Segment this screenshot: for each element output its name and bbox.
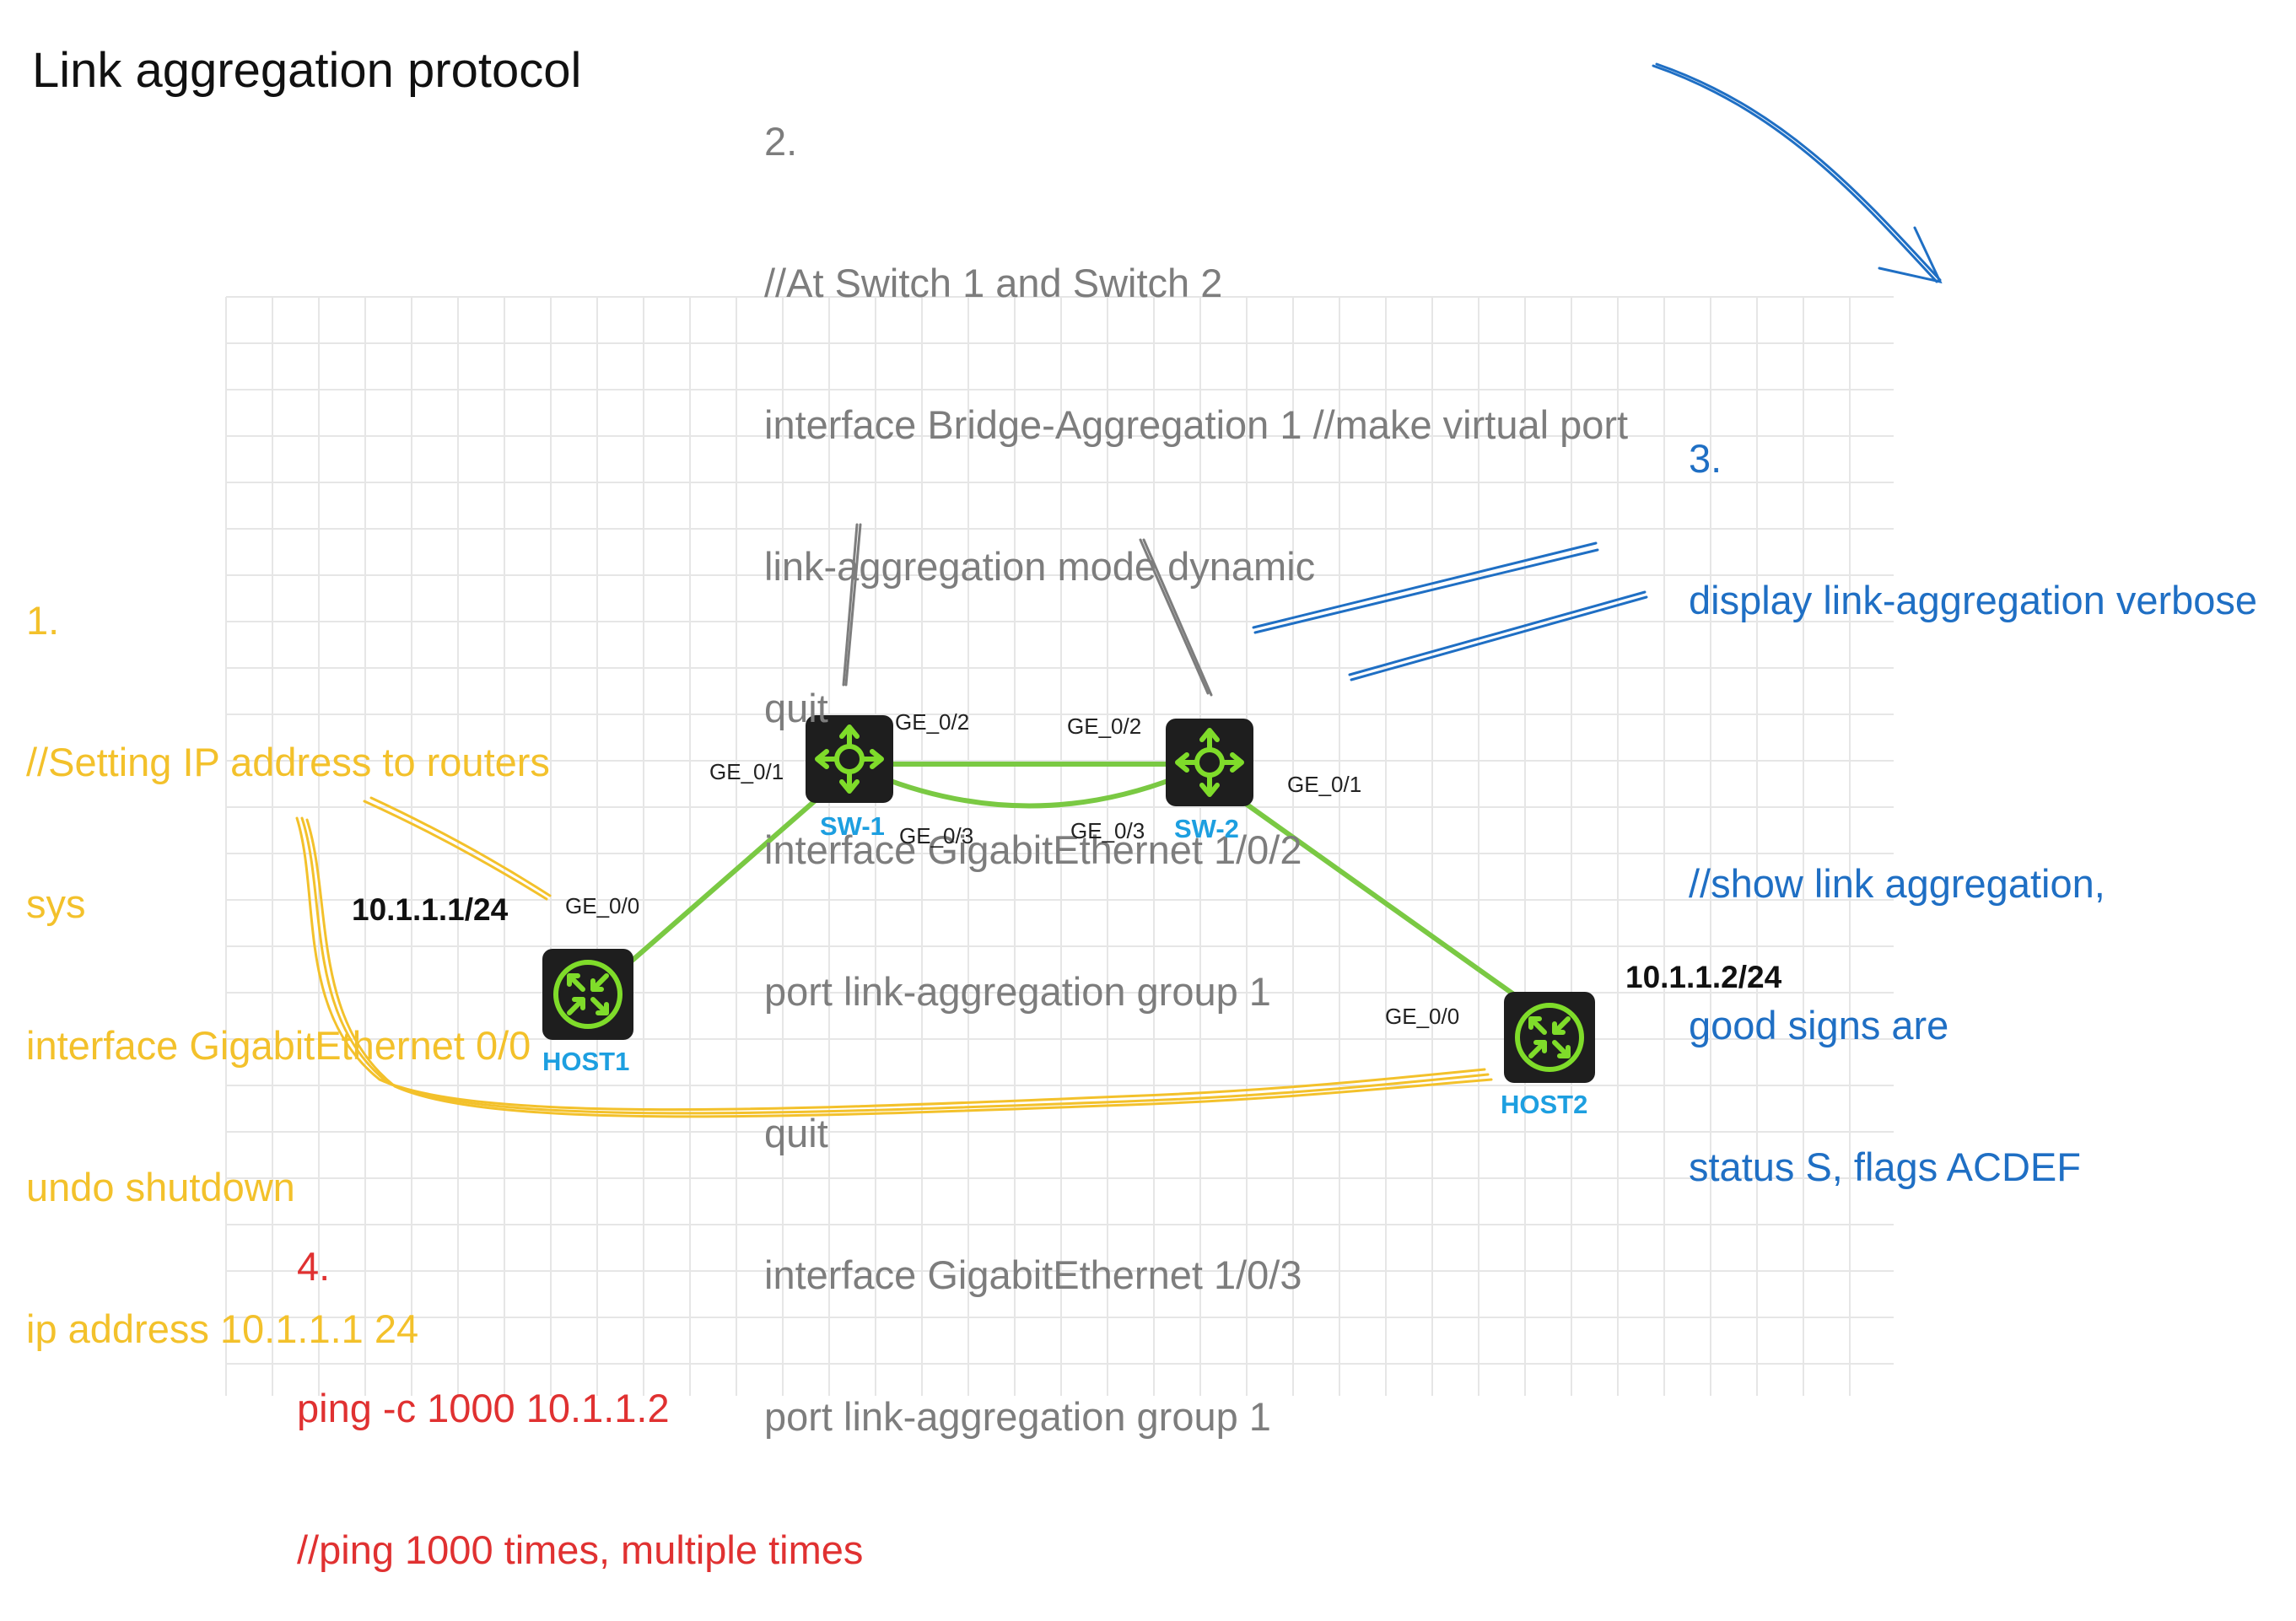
device-host2[interactable] bbox=[1504, 992, 1595, 1083]
yellow-pointer-host1 bbox=[363, 800, 548, 901]
port-label-host2-ge00: GE_0/0 bbox=[1385, 1004, 1460, 1029]
note-line: display link-aggregation verbose bbox=[1689, 578, 2258, 622]
port-label-sw1-ge02: GE_0/2 bbox=[895, 709, 970, 735]
note-line: 4. bbox=[297, 1244, 331, 1289]
ip-label-host1: 10.1.1.1/24 bbox=[352, 892, 509, 927]
note-line: 1. bbox=[26, 598, 60, 643]
note-line: good signs are bbox=[1689, 1003, 1949, 1047]
gray-pointer-sw1 bbox=[844, 523, 862, 687]
note-line: //show link aggregation, bbox=[1689, 861, 2105, 906]
yellow-curve-host1-host2 bbox=[295, 816, 1486, 1112]
note-line: ip address 10.1.1.1 24 bbox=[26, 1306, 419, 1351]
note-line: link-aggregation mode dynamic bbox=[764, 544, 1316, 589]
note-line: interface GigabitEthernet 1/0/2 bbox=[764, 827, 1302, 872]
blue-arrow-shaft bbox=[1652, 64, 1938, 283]
note-line: //At Switch 1 and Switch 2 bbox=[764, 261, 1223, 305]
gray-pointer-sw2-b bbox=[1142, 538, 1213, 697]
blue-pointer-a2 bbox=[1253, 548, 1599, 634]
port-label-sw2-ge02: GE_0/2 bbox=[1067, 714, 1142, 739]
note-line: sys bbox=[26, 881, 86, 926]
yellow-curve-host1-host2-c bbox=[305, 818, 1493, 1118]
note-line: port link-aggregation group 1 bbox=[764, 1394, 1271, 1439]
device-sw2[interactable] bbox=[1166, 719, 1253, 806]
ip-label-host2: 10.1.1.2/24 bbox=[1625, 960, 1782, 994]
device-host1[interactable] bbox=[542, 949, 633, 1040]
note-line: ping -c 1000 10.1.1.2 bbox=[297, 1386, 670, 1430]
note-line: interface GigabitEthernet 1/0/3 bbox=[764, 1252, 1302, 1297]
blue-arrowhead bbox=[1878, 226, 1943, 284]
link-sw1-sw2-ge03 bbox=[875, 773, 1179, 809]
background-grid bbox=[225, 296, 1894, 1396]
blue-pointer-a bbox=[1252, 541, 1598, 629]
switch-body bbox=[806, 715, 893, 803]
note-line: 3. bbox=[1689, 436, 1722, 481]
blue-pointer-b bbox=[1348, 590, 1647, 676]
note-line: quit bbox=[764, 686, 828, 730]
port-label-sw1-ge01: GE_0/1 bbox=[709, 759, 784, 784]
yellow-curve-host1-host2-b bbox=[300, 816, 1490, 1115]
port-label-sw1-ge03: GE_0/3 bbox=[899, 823, 974, 848]
note-line: quit bbox=[764, 1111, 828, 1155]
link-sw2-host2 bbox=[1237, 797, 1529, 1006]
note-line: port link-aggregation group 1 bbox=[764, 969, 1271, 1014]
switch-icon bbox=[815, 724, 884, 794]
router-icon bbox=[553, 960, 623, 1029]
port-label-host1-ge00: GE_0/0 bbox=[565, 893, 640, 918]
blue-arrow-shaft-b bbox=[1655, 62, 1942, 282]
switch-icon bbox=[1175, 728, 1244, 797]
yellow-pointer-strokes bbox=[295, 796, 1493, 1118]
device-label-sw1: SW-1 bbox=[820, 811, 885, 841]
note-line bbox=[1689, 719, 2257, 766]
switch-body bbox=[1166, 719, 1253, 806]
note-line: interface Bridge-Aggregation 1 //make vi… bbox=[764, 402, 1629, 447]
note-line: interface GigabitEthernet 0/0 bbox=[26, 1023, 531, 1068]
blue-pointer-b2 bbox=[1350, 595, 1648, 681]
router-config-note: 1. //Setting IP address to routers sys i… bbox=[26, 503, 550, 1400]
page-title: Link aggregation protocol bbox=[32, 43, 582, 98]
ping-note: 4. ping -c 1000 10.1.1.2 //ping 1000 tim… bbox=[297, 1149, 863, 1621]
router-icon bbox=[1515, 1003, 1584, 1072]
device-label-host2: HOST2 bbox=[1501, 1090, 1588, 1119]
device-label-host1: HOST1 bbox=[542, 1047, 630, 1076]
topology-canvas bbox=[225, 62, 1943, 1396]
note-line: //Setting IP address to routers bbox=[26, 740, 550, 784]
yellow-pointer-host1-b bbox=[369, 796, 552, 897]
device-sw1[interactable] bbox=[806, 715, 893, 803]
port-label-sw2-ge03: GE_0/3 bbox=[1070, 818, 1145, 843]
note-line: status S, flags ACDEF bbox=[1689, 1144, 2081, 1189]
gray-pointer-sw2 bbox=[1139, 538, 1210, 695]
note-line: //ping 1000 times, multiple times bbox=[297, 1527, 864, 1572]
port-label-sw2-ge01: GE_0/1 bbox=[1287, 772, 1362, 797]
gray-pointer-sw1-b bbox=[842, 523, 859, 687]
note-line: 2. bbox=[764, 119, 798, 164]
blue-pointer-strokes bbox=[1252, 62, 1943, 681]
device-label-sw2: SW-2 bbox=[1174, 814, 1239, 843]
gray-pointer-strokes bbox=[842, 523, 1213, 697]
verify-note: 3. display link-aggregation verbose //sh… bbox=[1689, 341, 2257, 1238]
switch-config-note: 2. //At Switch 1 and Switch 2 interface … bbox=[764, 24, 1628, 1488]
note-line: undo shutdown bbox=[26, 1165, 295, 1209]
